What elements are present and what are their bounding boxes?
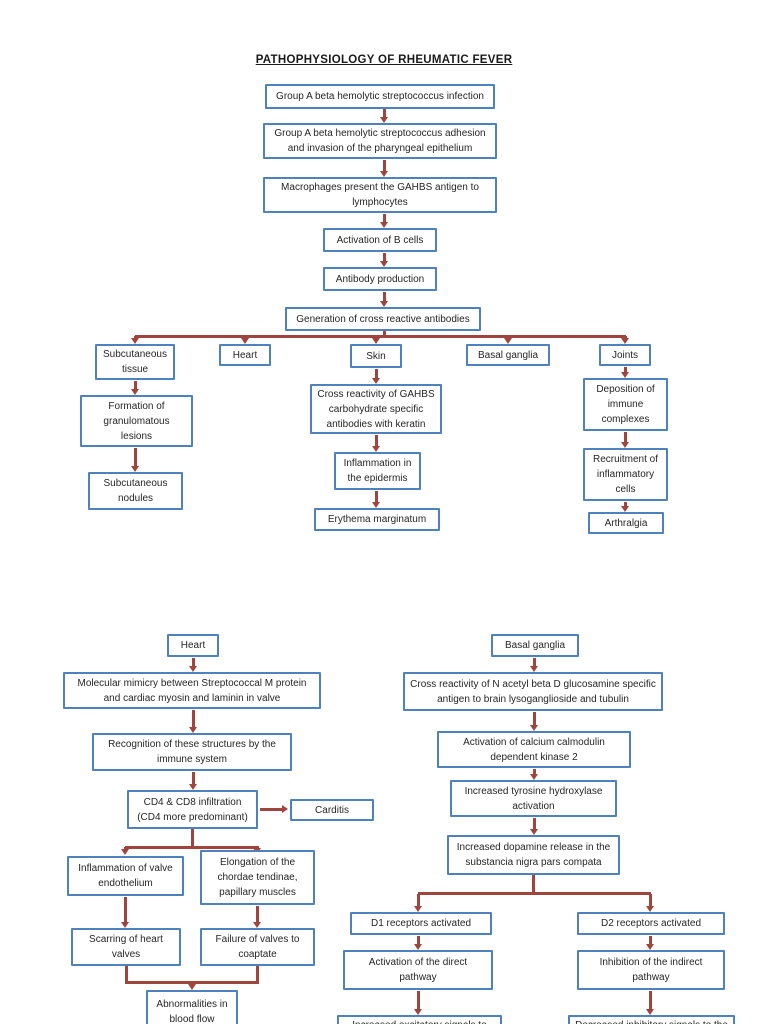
node-recognition-immune: Recognition of these structures by the i… — [92, 733, 292, 771]
arrow — [417, 894, 420, 906]
arrow — [124, 847, 127, 849]
node-skin-branch: Skin — [350, 344, 402, 368]
arrow — [134, 381, 137, 389]
arrow — [375, 491, 378, 502]
node-erythema-marginatum: Erythema marginatum — [314, 508, 440, 531]
connector — [125, 846, 259, 849]
arrow — [383, 292, 386, 301]
connector — [135, 335, 626, 338]
diagram-title: PATHOPHYSIOLOGY OF RHEUMATIC FEVER — [255, 54, 513, 66]
connector — [125, 966, 128, 983]
connector — [191, 829, 194, 848]
node-heart-branch: Heart — [219, 344, 271, 366]
arrow — [649, 936, 652, 944]
node-elongation-chordae: Elongation of the chordae tendinae, papi… — [200, 850, 315, 905]
arrow — [533, 712, 536, 725]
node-molecular-mimicry: Molecular mimicry between Streptococcal … — [63, 672, 321, 709]
arrow — [383, 160, 386, 171]
arrow — [124, 897, 127, 922]
arrow — [192, 772, 195, 784]
arrow — [191, 982, 194, 984]
node-tyrosine-hydroxylase: Increased tyrosine hydroxylase activatio… — [450, 780, 617, 817]
arrow — [383, 214, 386, 222]
arrow — [624, 502, 627, 506]
arrow — [649, 991, 652, 1009]
node-direct-pathway: Activation of the direct pathway — [343, 950, 493, 990]
connector — [418, 892, 651, 895]
arrow — [507, 336, 510, 338]
arrow — [624, 336, 627, 338]
node-scarring-valves: Scarring of heart valves — [71, 928, 181, 966]
node-antibody-production: Antibody production — [323, 267, 437, 291]
arrow — [624, 432, 627, 442]
node-recruitment-cells: Recruitment of inflammatory cells — [583, 448, 668, 501]
node-formation-lesions: Formation of granulomatous lesions — [80, 395, 193, 447]
arrow — [533, 658, 536, 666]
node-arthralgia: Arthralgia — [588, 512, 664, 534]
node-d1-receptors: D1 receptors activated — [350, 912, 492, 935]
arrow — [134, 336, 137, 338]
arrow — [375, 435, 378, 446]
arrow — [383, 109, 386, 117]
node-indirect-pathway: Inhibition of the indirect pathway — [577, 950, 725, 990]
node-glucosamine-reactivity: Cross reactivity of N acetyl beta D gluc… — [403, 672, 663, 711]
node-adhesion: Group A beta hemolytic streptococcus adh… — [263, 123, 497, 159]
node-valve-endothelium: Inflammation of valve endothelium — [67, 856, 184, 896]
node-activation-b-cells: Activation of B cells — [323, 228, 437, 252]
node-basal-section: Basal ganglia — [491, 634, 579, 657]
arrow — [134, 448, 137, 466]
node-heart-section: Heart — [167, 634, 219, 657]
node-dopamine-release: Increased dopamine release in the substa… — [447, 835, 620, 875]
arrow — [533, 769, 536, 774]
arrow — [256, 847, 259, 848]
connector — [532, 875, 535, 894]
arrow — [383, 253, 386, 261]
arrow — [417, 936, 420, 944]
connector — [256, 966, 259, 983]
node-calmodulin-kinase: Activation of calcium calmodulin depende… — [437, 731, 631, 768]
arrow — [375, 336, 378, 338]
arrow — [417, 991, 420, 1009]
node-cd4-cd8: CD4 & CD8 infiltration (CD4 more predomi… — [127, 790, 258, 829]
arrow — [533, 818, 536, 829]
arrow — [244, 336, 247, 338]
node-subcutaneous-nodules: Subcutaneous nodules — [88, 472, 183, 510]
node-infection: Group A beta hemolytic streptococcus inf… — [265, 84, 495, 109]
arrow — [624, 367, 627, 372]
node-abnormal-blood-flow: Abnormalities in blood flow — [146, 990, 238, 1024]
node-carditis: Carditis — [290, 799, 374, 821]
node-basal-ganglia-branch: Basal ganglia — [466, 344, 550, 366]
node-keratin-reactivity: Cross reactivity of GAHBS carbohydrate s… — [310, 384, 442, 434]
node-cross-reactive: Generation of cross reactive antibodies — [285, 307, 481, 331]
arrow — [192, 658, 195, 666]
node-epidermis-inflammation: Inflammation in the epidermis — [334, 452, 421, 490]
node-excitatory-signals: Increased excitatory signals to the — [337, 1015, 502, 1024]
node-inhibitory-signals: Decreased inhibitory signals to the — [568, 1015, 735, 1024]
node-subcutaneous-tissue: Subcutaneous tissue — [95, 344, 175, 380]
arrow — [375, 369, 378, 378]
arrow — [649, 894, 652, 906]
node-deposition-complexes: Deposition of immune complexes — [583, 378, 668, 431]
arrow — [192, 710, 195, 727]
arrow — [260, 808, 282, 811]
node-macrophages: Macrophages present the GAHBS antigen to… — [263, 177, 497, 213]
arrow — [256, 906, 259, 922]
connector — [383, 331, 386, 337]
node-failure-coaptate: Failure of valves to coaptate — [200, 928, 315, 966]
node-d2-receptors: D2 receptors activated — [577, 912, 725, 935]
node-joints-branch: Joints — [599, 344, 651, 366]
